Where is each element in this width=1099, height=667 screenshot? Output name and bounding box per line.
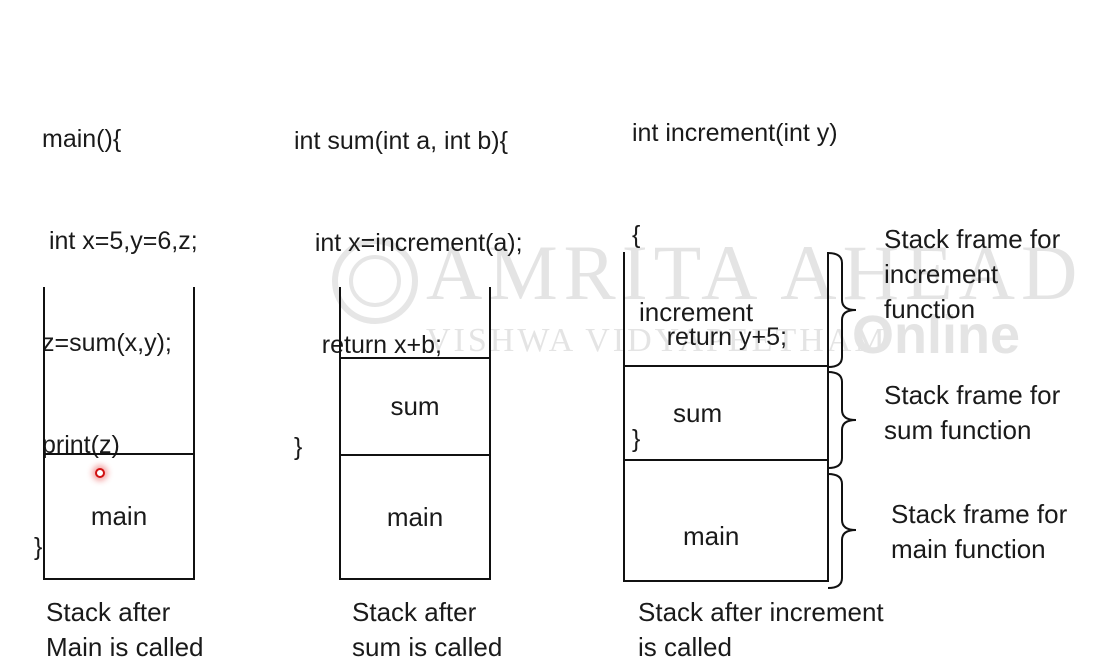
brace-main xyxy=(827,473,857,589)
code-line: } xyxy=(632,425,641,453)
caption-line: is called xyxy=(638,632,732,662)
code-line: return x+b; xyxy=(294,331,442,359)
frame-label: main xyxy=(90,501,148,531)
stack-frame-main: main xyxy=(625,459,827,580)
frame-label: main xyxy=(386,501,444,532)
code-block-sum: int sum(int a, int b){ int x=increment(a… xyxy=(294,56,523,498)
frame-label: sum xyxy=(673,397,723,428)
stack-frame-sum: sum xyxy=(341,357,489,454)
code-block-increment: int increment(int y) { return y+5; } xyxy=(632,48,838,490)
annotation-line: increment xyxy=(884,259,999,289)
code-line: return y+5; xyxy=(632,323,787,351)
stack-caption-sum: Stack after sum is called xyxy=(352,595,502,665)
stack-frame-main: main xyxy=(341,454,489,578)
caption-line: Main is called xyxy=(46,632,204,662)
annotation-main: Stack frame for main function xyxy=(891,497,1067,567)
code-line: } xyxy=(294,433,303,461)
annotation-sum: Stack frame for sum function xyxy=(884,378,1060,448)
stack-caption-increment: Stack after increment is called xyxy=(638,595,884,665)
frame-label: sum xyxy=(390,391,440,421)
cursor-indicator xyxy=(95,468,105,478)
code-line: int sum(int a, int b){ xyxy=(294,127,508,155)
frame-label: main xyxy=(683,521,740,551)
annotation-line: Stack frame for xyxy=(884,224,1061,254)
caption-line: Stack after xyxy=(352,597,477,627)
stack-after-main: main xyxy=(43,287,195,580)
caption-line: Stack after increment xyxy=(638,597,884,627)
annotation-increment: Stack frame for increment function xyxy=(884,222,1060,327)
annotation-line: sum function xyxy=(884,415,1032,445)
annotation-line: function xyxy=(884,294,976,324)
annotation-line: Stack frame for xyxy=(884,380,1061,410)
stack-caption-main: Stack after Main is called xyxy=(46,595,204,665)
annotation-line: Stack frame for xyxy=(891,499,1068,529)
frame-label: increment xyxy=(639,297,754,327)
annotation-line: main function xyxy=(891,534,1046,564)
stack-frame-main: main xyxy=(45,453,193,578)
code-line: { xyxy=(632,221,641,249)
stack-after-increment: increment sum main xyxy=(623,252,829,582)
code-line: int x=increment(a); xyxy=(294,229,523,257)
code-line: int x=5,y=6,z; xyxy=(42,227,198,255)
code-line: } xyxy=(34,533,43,561)
stack-frame-increment: increment xyxy=(625,252,827,365)
caption-line: Stack after xyxy=(46,597,171,627)
code-line: main(){ xyxy=(42,125,122,153)
brace-increment xyxy=(827,252,857,368)
caption-line: sum is called xyxy=(352,632,503,662)
code-line: int increment(int y) xyxy=(632,119,838,147)
brace-sum xyxy=(827,371,857,469)
code-line: z=sum(x,y); xyxy=(42,329,172,357)
stack-after-sum: sum main xyxy=(339,287,491,580)
stack-frame-sum: sum xyxy=(625,365,827,459)
